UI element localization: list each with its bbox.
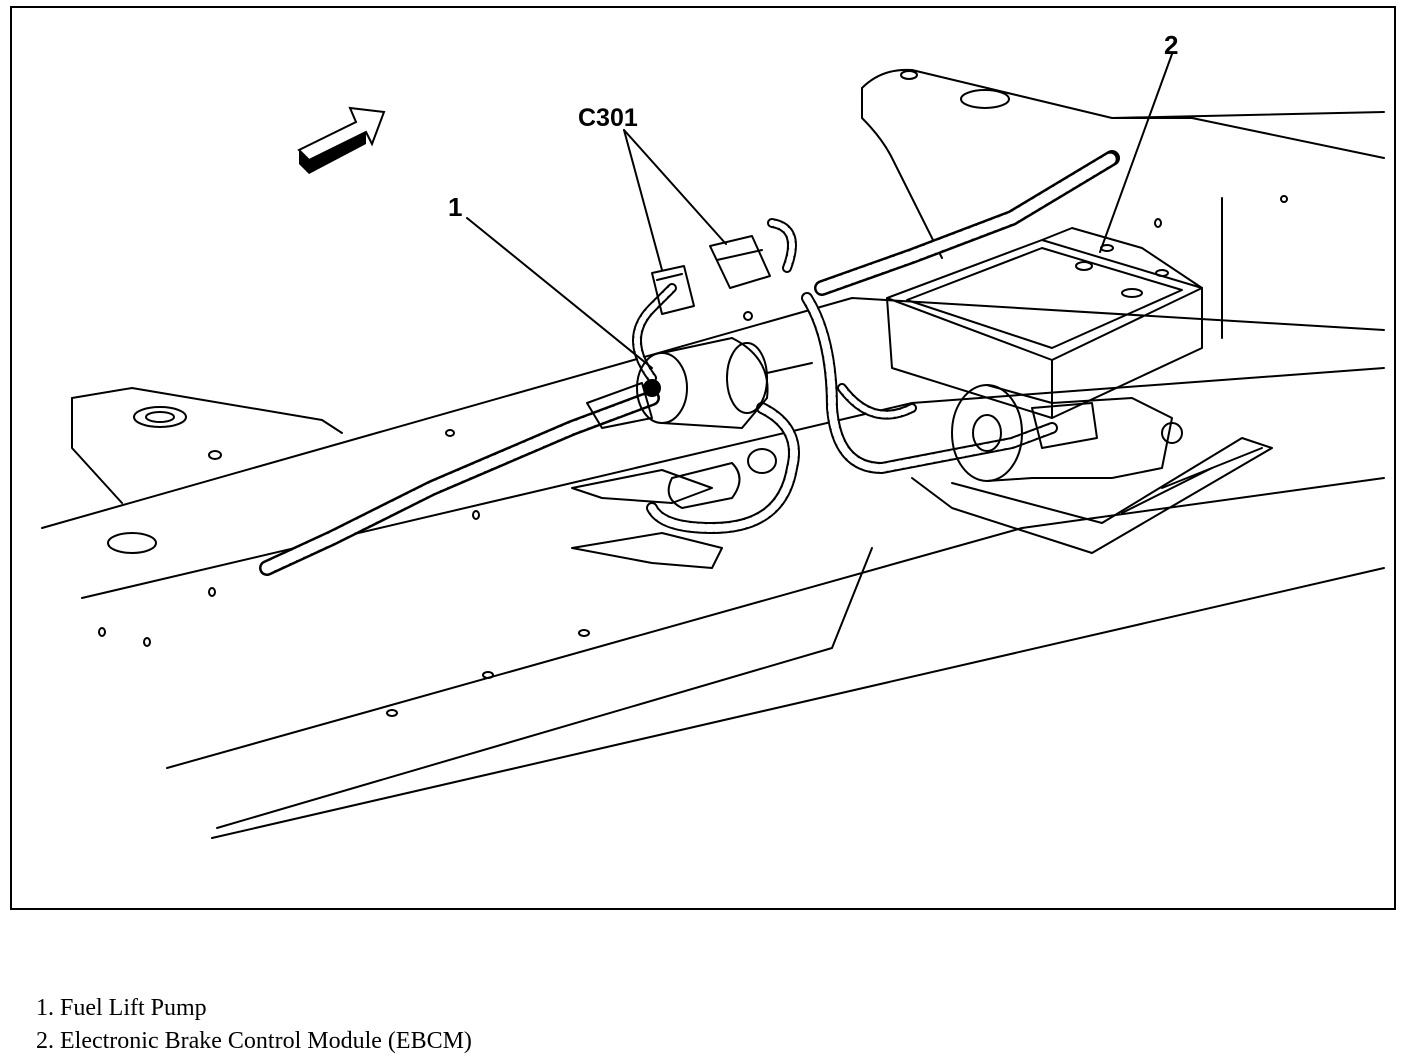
legend-number: 1.	[36, 995, 54, 1021]
leader-lines	[466, 53, 1173, 369]
chassis-illustration	[41, 53, 1385, 839]
fuel-lift-pump	[586, 337, 813, 429]
callout-1-label: 1	[448, 192, 463, 222]
legend-label: Fuel Lift Pump	[60, 995, 207, 1021]
legend-item: 2. Electronic Brake Control Module (EBCM…	[36, 1025, 472, 1058]
legend: 1. Fuel Lift Pump 2. Electronic Brake Co…	[36, 992, 472, 1058]
legend-label: Electronic Brake Control Module (EBCM)	[60, 1028, 472, 1054]
frame-holes	[98, 70, 1288, 717]
ebcm-module	[886, 227, 1203, 419]
forward-arrow-icon	[297, 106, 386, 174]
ebcm-bracket	[911, 437, 1273, 554]
wiring-harness	[259, 150, 1120, 576]
pump-bracket	[571, 448, 777, 569]
c301-connectors	[651, 235, 771, 321]
legend-item: 1. Fuel Lift Pump	[36, 992, 472, 1025]
diagram-frame: 1 2 C301	[10, 6, 1396, 910]
legend-number: 2.	[36, 1028, 54, 1054]
callout-c301-label: C301	[578, 104, 638, 132]
callout-2-label: 2	[1164, 30, 1179, 60]
ebcm-pump-motor	[951, 384, 1183, 482]
frame-rails	[41, 68, 1385, 839]
